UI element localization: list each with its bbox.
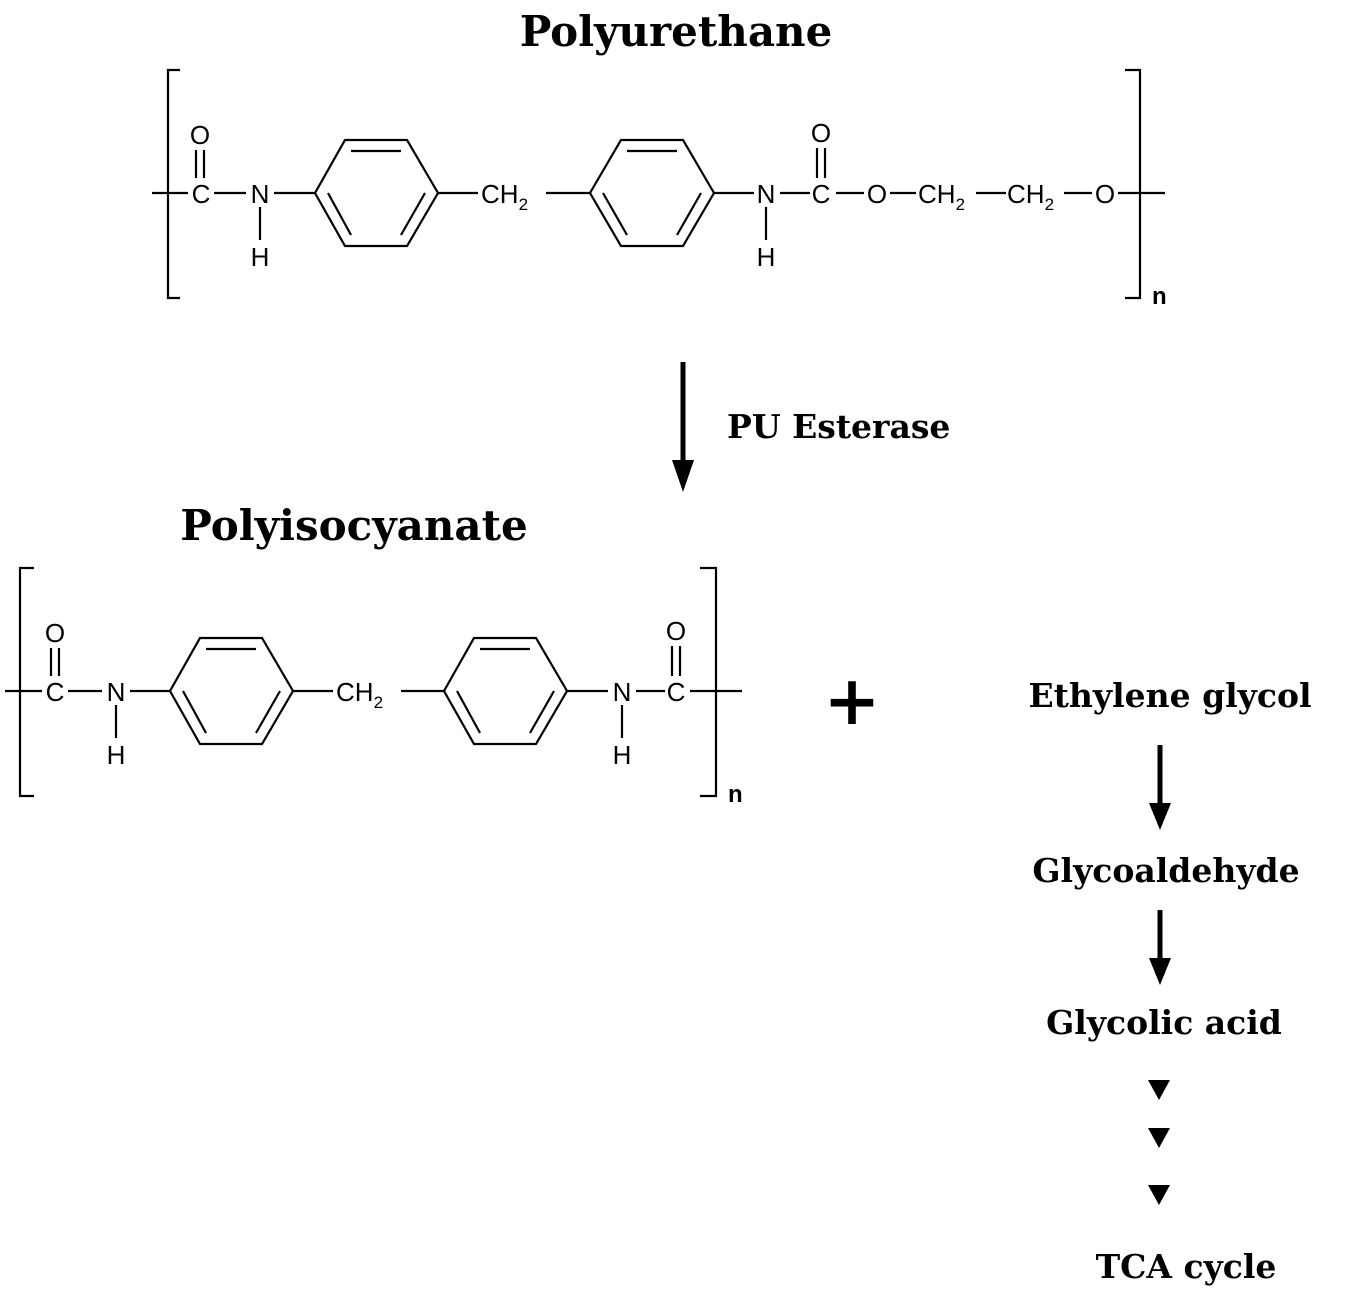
bond bbox=[182, 690, 207, 734]
benzene-ring bbox=[442, 636, 569, 746]
polyisocyanate-title: Polyisocyanate bbox=[180, 501, 528, 550]
repeat-subscript-n: n bbox=[728, 781, 743, 808]
bond bbox=[676, 192, 702, 236]
ch-label: CH bbox=[481, 179, 519, 209]
polyurethane-structure bbox=[152, 68, 1165, 300]
benzene-ring bbox=[168, 636, 295, 746]
subscript-2: 2 bbox=[374, 693, 383, 712]
benzene-ring bbox=[588, 138, 716, 248]
pathway-step-ethylene-glycol: Ethylene glycol bbox=[1029, 676, 1312, 715]
carbon-atom: C bbox=[46, 677, 65, 707]
hydrogen-atom: H bbox=[613, 740, 632, 770]
pathway-triangle bbox=[1148, 1128, 1170, 1148]
ch2-group: CH2 bbox=[481, 179, 528, 214]
oxygen-atom: O bbox=[1095, 179, 1115, 209]
subscript-2: 2 bbox=[956, 195, 965, 214]
hydrogen-atom: H bbox=[757, 242, 776, 272]
enzyme-label: PU Esterase bbox=[727, 407, 950, 446]
ch-label: CH bbox=[918, 179, 956, 209]
pathway-step-tca-cycle: TCA cycle bbox=[1096, 1247, 1277, 1286]
oxygen-atom: O bbox=[666, 616, 686, 646]
pathway-arrow bbox=[1149, 745, 1171, 830]
reaction-arrow bbox=[672, 362, 694, 492]
polyisocyanate-structure bbox=[5, 566, 742, 798]
nitrogen-atom: N bbox=[107, 677, 126, 707]
pathway-step-glycoaldehyde: Glycoaldehyde bbox=[1032, 851, 1299, 890]
nitrogen-atom: N bbox=[757, 179, 776, 209]
repeat-subscript-n: n bbox=[1152, 283, 1167, 310]
ch-label: CH bbox=[336, 677, 374, 707]
right-bracket bbox=[700, 566, 718, 798]
ch2-group: CH2 bbox=[1007, 179, 1054, 214]
hydrogen-atom: H bbox=[251, 242, 270, 272]
ch2-group: CH2 bbox=[336, 677, 383, 712]
bond bbox=[327, 192, 352, 236]
right-bracket bbox=[1125, 68, 1142, 300]
bond bbox=[255, 690, 281, 734]
oxygen-atom: O bbox=[190, 120, 210, 150]
pathway-triangle bbox=[1148, 1080, 1170, 1100]
bond bbox=[602, 192, 628, 236]
bond bbox=[529, 690, 555, 734]
left-bracket bbox=[166, 68, 180, 300]
subscript-2: 2 bbox=[519, 195, 528, 214]
polyurethane-title: Polyurethane bbox=[520, 7, 833, 56]
ch2-group: CH2 bbox=[918, 179, 965, 214]
oxygen-atom: O bbox=[45, 618, 65, 648]
carbon-atom: C bbox=[812, 179, 831, 209]
subscript-2: 2 bbox=[1045, 195, 1054, 214]
hydrogen-atom: H bbox=[107, 740, 126, 770]
oxygen-atom: O bbox=[867, 179, 887, 209]
left-bracket bbox=[18, 566, 34, 798]
nitrogen-atom: N bbox=[251, 179, 270, 209]
pathway-arrow bbox=[1149, 910, 1171, 985]
oxygen-atom: O bbox=[811, 118, 831, 148]
bond bbox=[456, 690, 481, 734]
benzene-ring bbox=[313, 138, 440, 248]
plus-sign: + bbox=[824, 661, 881, 741]
pathway-triangle bbox=[1148, 1185, 1170, 1205]
carbon-atom: C bbox=[192, 179, 211, 209]
bond bbox=[400, 192, 426, 236]
ch-label: CH bbox=[1007, 179, 1045, 209]
carbon-atom: C bbox=[667, 677, 686, 707]
pathway-step-glycolic-acid: Glycolic acid bbox=[1046, 1003, 1282, 1042]
nitrogen-atom: N bbox=[613, 677, 632, 707]
